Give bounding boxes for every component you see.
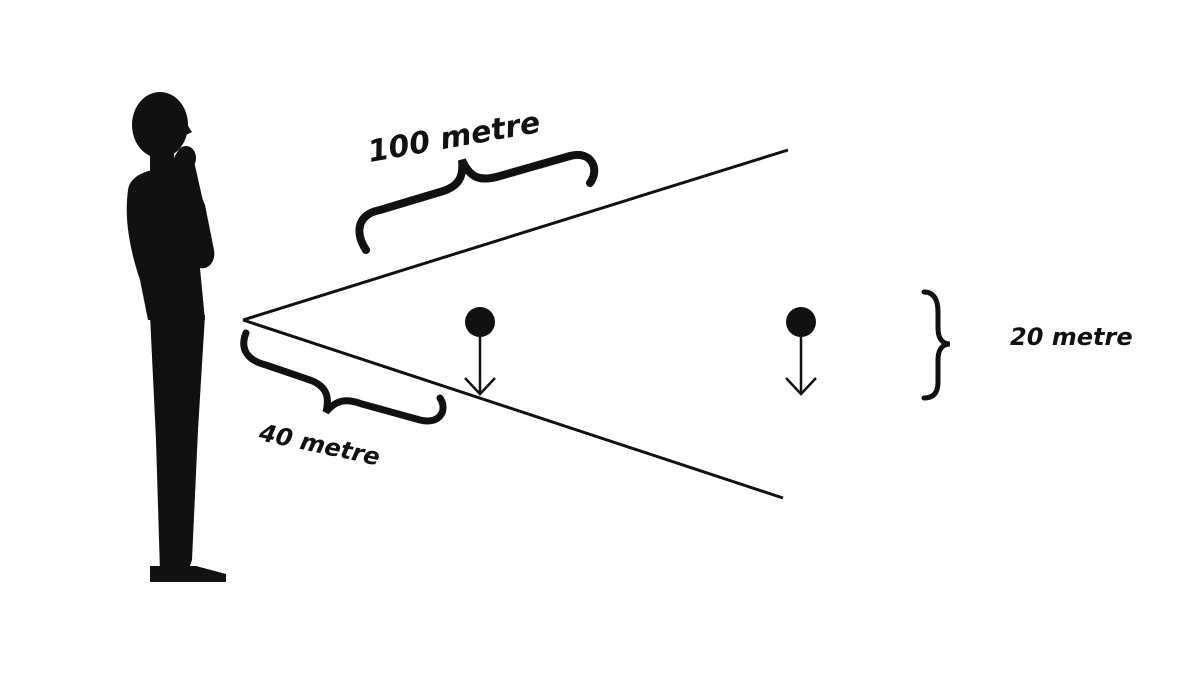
standing-man-silhouette-icon xyxy=(126,92,226,582)
ball-with-down-arrow-icon xyxy=(785,307,817,396)
height-brace xyxy=(921,289,951,401)
bottom-distance-label: 40 metre xyxy=(256,418,383,471)
top-distance-brace xyxy=(355,150,599,254)
top-distance-label: 100 metre xyxy=(365,105,543,170)
lower-sightline xyxy=(242,318,784,500)
height-label: 20 metre xyxy=(1010,323,1133,351)
bottom-distance-brace xyxy=(240,329,447,425)
upper-sightline xyxy=(242,148,789,322)
ball-with-down-arrow-icon xyxy=(464,307,496,396)
